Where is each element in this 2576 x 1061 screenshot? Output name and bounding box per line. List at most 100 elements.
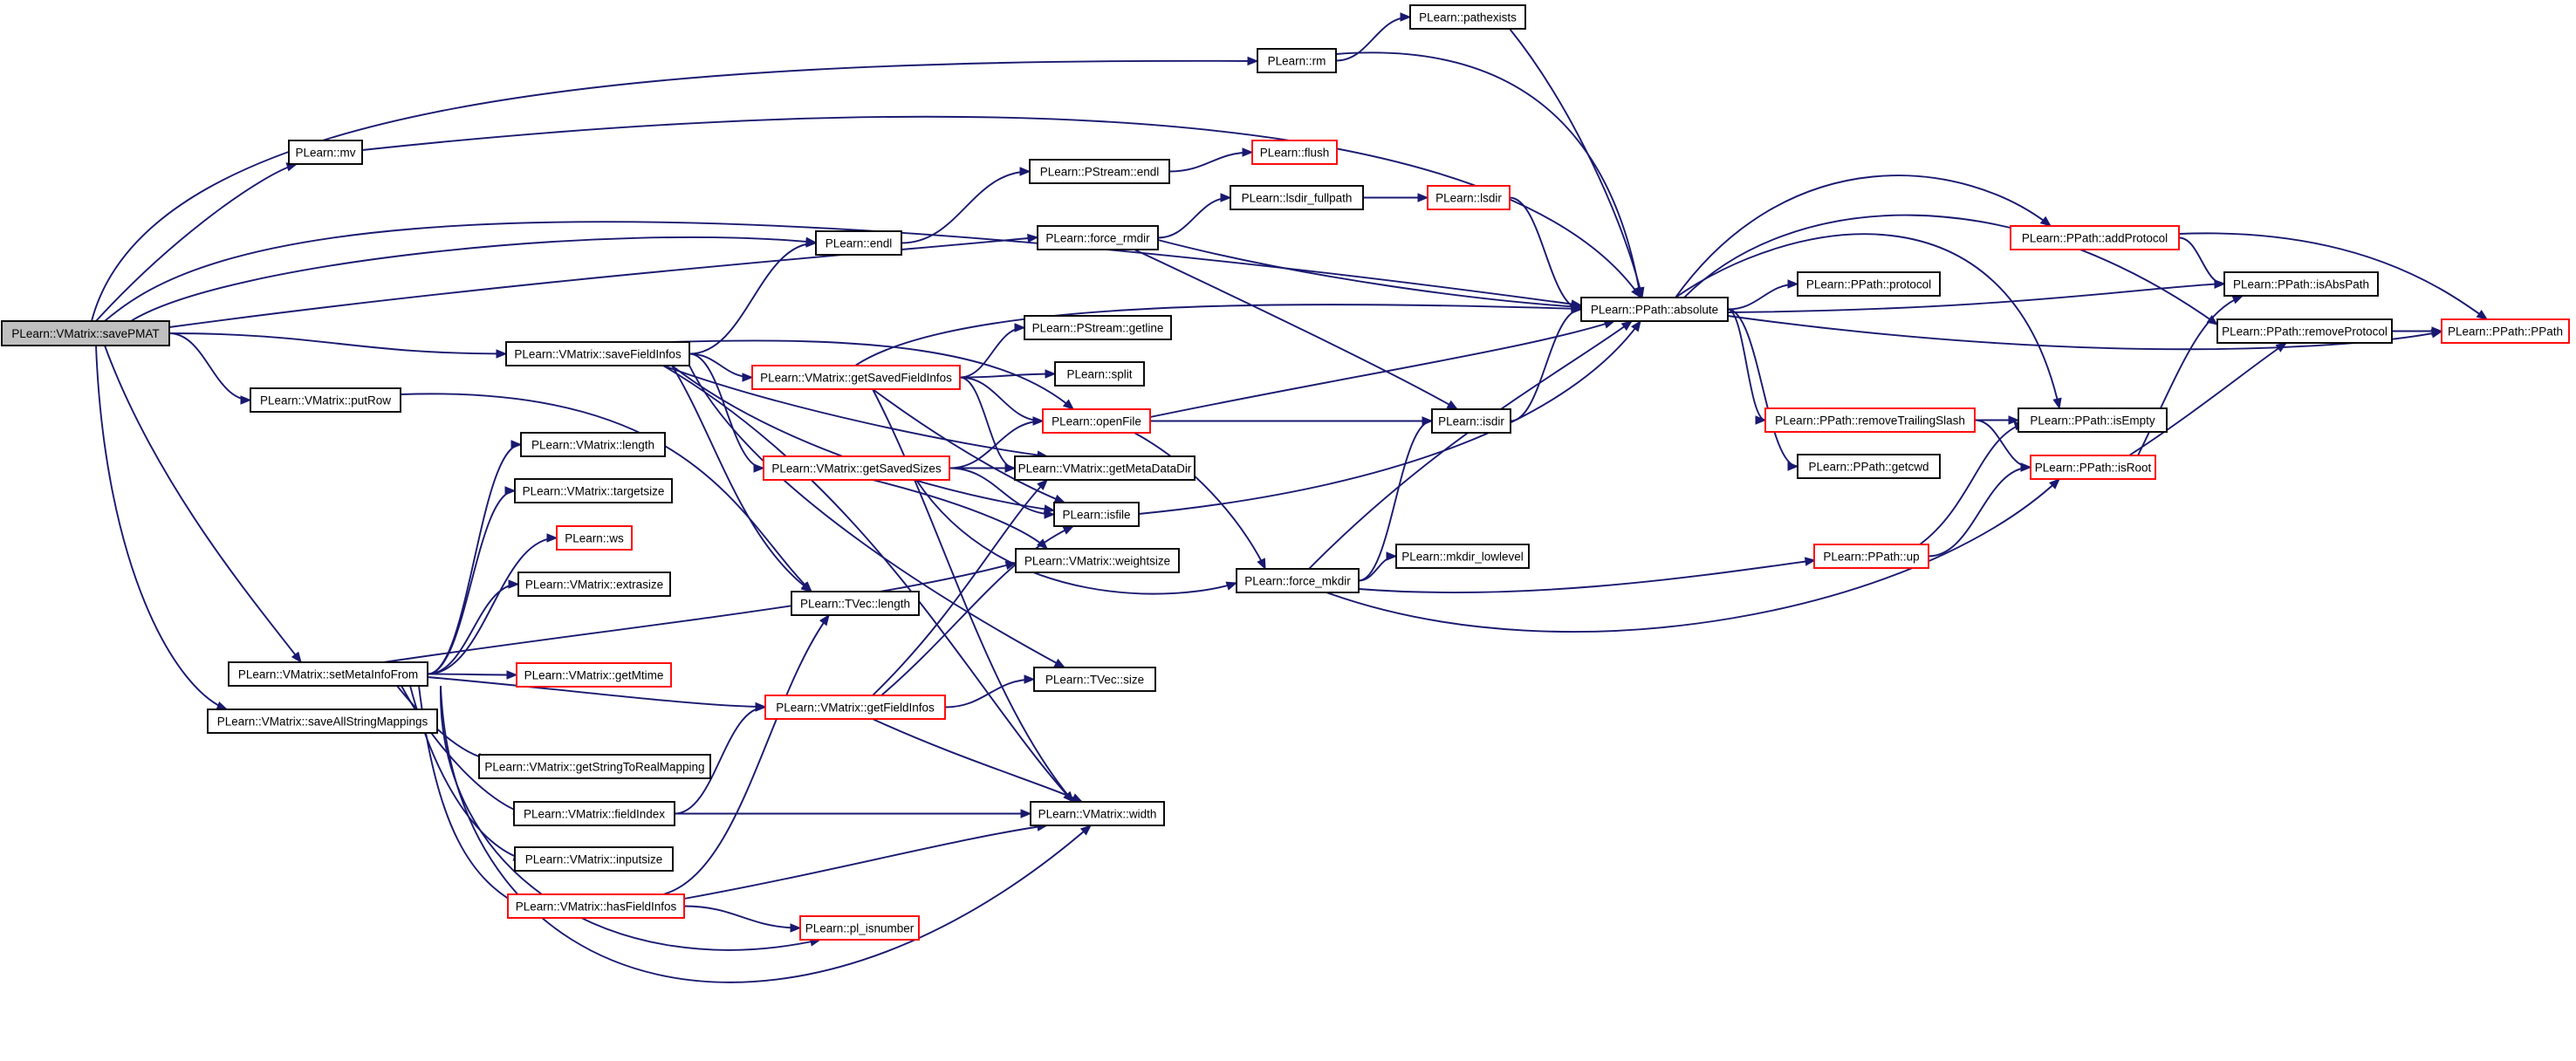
node-inputsize[interactable]: PLearn::VMatrix::inputsize [514, 846, 674, 872]
node-removeTrailingSlash[interactable]: PLearn::PPath::removeTrailingSlash [1764, 407, 1976, 433]
node-label: PLearn::VMatrix::getSavedFieldInfos [760, 372, 952, 385]
node-addProtocol[interactable]: PLearn::PPath::addProtocol [2010, 225, 2180, 250]
node-pathexists[interactable]: PLearn::pathexists [1409, 4, 1526, 30]
node-getline[interactable]: PLearn::PStream::getline [1024, 315, 1172, 340]
node-pl_isnumber[interactable]: PLearn::pl_isnumber [799, 915, 920, 941]
node-box [1257, 48, 1337, 73]
node-label: PLearn::VMatrix::saveFieldInfos [514, 348, 682, 361]
node-length[interactable]: PLearn::VMatrix::length [520, 432, 666, 457]
node-getcwd[interactable]: PLearn::PPath::getcwd [1797, 454, 1941, 479]
call-edge-getSavedSizes-to-openFile [949, 420, 1044, 469]
node-force_rmdir[interactable]: PLearn::force_rmdir [1037, 225, 1159, 250]
arrowhead-isRoot-to-isAbsPath [2231, 295, 2244, 305]
node-up[interactable]: PLearn::PPath::up [1813, 544, 1929, 569]
node-isAbsPath[interactable]: PLearn::PPath::isAbsPath [2223, 271, 2379, 297]
call-edge-setMetaInfoFrom-to-length [427, 443, 522, 675]
node-rm[interactable]: PLearn::rm [1257, 48, 1337, 73]
node-hasFieldInfos[interactable]: PLearn::VMatrix::hasFieldInfos [507, 893, 685, 919]
node-flush[interactable]: PLearn::flush [1251, 140, 1338, 165]
node-removeProtocol[interactable]: PLearn::PPath::removeProtocol [2216, 318, 2393, 344]
node-setMetaInfoFrom[interactable]: PLearn::VMatrix::setMetaInfoFrom [228, 661, 428, 687]
node-tvec_size[interactable]: PLearn::TVec::size [1033, 667, 1156, 692]
node-openFile[interactable]: PLearn::openFile [1042, 408, 1151, 434]
node-label: PLearn::force_rmdir [1045, 232, 1150, 245]
node-tvec_length[interactable]: PLearn::TVec::length [791, 591, 920, 616]
arrowhead-absolute-to-removeProtocol [2206, 315, 2219, 325]
node-saveAllStringMappings[interactable]: PLearn::VMatrix::saveAllStringMappings [207, 708, 438, 734]
node-label: PLearn::VMatrix::width [1038, 808, 1157, 821]
node-ppath[interactable]: PLearn::PPath::PPath [2441, 318, 2570, 344]
node-isfile[interactable]: PLearn::isfile [1053, 502, 1140, 527]
node-box [1251, 140, 1338, 165]
node-getMtime[interactable]: PLearn::VMatrix::getMtime [516, 662, 672, 688]
call-edge-absolute-to-getcwd [1727, 308, 1798, 468]
node-fieldIndex[interactable]: PLearn::VMatrix::fieldIndex [513, 801, 675, 826]
node-isEmpty[interactable]: PLearn::PPath::isEmpty [2018, 407, 2168, 433]
arrowhead-mv-to-absolute [1631, 286, 1641, 299]
arrowhead-saveFieldInfos-to-endl [805, 238, 818, 248]
arrowhead-saveFieldInfos-to-tvec_size [1053, 658, 1066, 668]
arrowhead-saveFieldInfos-to-getSavedFieldInfos [742, 373, 754, 382]
call-edge-openFile-to-force_mkdir [1134, 432, 1266, 570]
node-extrasize[interactable]: PLearn::VMatrix::extrasize [517, 572, 671, 597]
node-label: PLearn::TVec::length [800, 598, 910, 611]
node-getFieldInfos[interactable]: PLearn::VMatrix::getFieldInfos [764, 695, 946, 720]
call-edge-getFieldInfos-to-isfile [880, 525, 1074, 696]
node-box [764, 695, 946, 720]
call-edge-saveFieldInfos-to-endl [689, 242, 817, 355]
node-pstream_endl[interactable]: PLearn::PStream::endl [1029, 159, 1170, 184]
node-weightsize[interactable]: PLearn::VMatrix::weightsize [1015, 548, 1180, 573]
call-edge-pstream_endl-to-flush [1168, 151, 1253, 173]
node-label: PLearn::VMatrix::inputsize [525, 853, 663, 866]
node-label: PLearn::PPath::PPath [2448, 325, 2563, 339]
node-protocol[interactable]: PLearn::PPath::protocol [1797, 271, 1941, 297]
arrowhead-getSavedFieldInfos-to-getline [1014, 323, 1026, 332]
node-lsdir[interactable]: PLearn::lsdir [1427, 185, 1511, 210]
node-getStringToRealMapping[interactable]: PLearn::VMatrix::getStringToRealMapping [478, 754, 711, 779]
node-label: PLearn::PStream::endl [1040, 166, 1160, 179]
node-endl[interactable]: PLearn::endl [815, 230, 902, 256]
node-isRoot[interactable]: PLearn::PPath::isRoot [2030, 455, 2156, 480]
call-edge-absolute-to-isAbsPath [1727, 283, 2225, 313]
node-mv[interactable]: PLearn::mv [288, 140, 363, 165]
node-label: PLearn::VMatrix::putRow [260, 394, 391, 407]
node-force_mkdir[interactable]: PLearn::force_mkdir [1236, 568, 1360, 593]
node-label: PLearn::rm [1268, 55, 1326, 68]
call-edge-saveFieldInfos-to-getMetaDataDir [662, 365, 1048, 457]
call-edge-getFieldInfos-to-tvec_size [944, 678, 1035, 708]
node-label: PLearn::VMatrix::length [531, 439, 654, 452]
node-absolute[interactable]: PLearn::PPath::absolute [1580, 297, 1729, 322]
node-targetsize[interactable]: PLearn::VMatrix::targetsize [514, 478, 673, 503]
node-label: PLearn::VMatrix::getMtime [524, 669, 664, 682]
node-getSavedSizes[interactable]: PLearn::VMatrix::getSavedSizes [763, 455, 950, 481]
node-label: PLearn::VMatrix::savePMAT [11, 327, 159, 340]
node-savePMAT[interactable]: PLearn::VMatrix::savePMAT [1, 320, 170, 346]
call-edge-getSavedFieldInfos-to-getline [959, 326, 1025, 379]
node-isdir[interactable]: PLearn::isdir [1431, 408, 1511, 434]
arrowhead-getSavedSizes-to-getMetaDataDir [1004, 463, 1017, 473]
call-edge-setMetaInfoFrom-to-fieldIndex [401, 685, 524, 814]
call-edge-setMetaInfoFrom-to-getFieldInfos [427, 676, 766, 708]
node-split[interactable]: PLearn::split [1054, 361, 1145, 387]
node-box [1014, 455, 1196, 481]
node-getSavedFieldInfos[interactable]: PLearn::VMatrix::getSavedFieldInfos [751, 365, 961, 390]
node-saveFieldInfos[interactable]: PLearn::VMatrix::saveFieldInfos [505, 341, 690, 366]
call-edge-isRoot-to-removeProtocol [2128, 342, 2287, 456]
node-putRow[interactable]: PLearn::VMatrix::putRow [250, 387, 401, 413]
call-edge-force_mkdir-to-isRoot [1326, 478, 2060, 633]
node-lsdir_fullpath[interactable]: PLearn::lsdir_fullpath [1230, 185, 1364, 210]
node-ws[interactable]: PLearn::ws [556, 525, 633, 551]
arrowhead-force_mkdir-to-isRoot [2049, 478, 2060, 489]
node-box [2030, 455, 2156, 480]
node-getMetaDataDir[interactable]: PLearn::VMatrix::getMetaDataDir [1014, 455, 1196, 481]
call-nodes: PLearn::VMatrix::savePMATPLearn::mvPLear… [1, 4, 2570, 941]
node-label: PLearn::isfile [1062, 509, 1130, 522]
arrowhead-setMetaInfoFrom-to-targetsize [504, 486, 517, 496]
node-box [288, 140, 363, 165]
node-box [507, 893, 685, 919]
arrowhead-setMetaInfoFrom-to-length [510, 440, 523, 449]
node-width[interactable]: PLearn::VMatrix::width [1030, 801, 1165, 826]
call-edge-absolute-to-protocol [1727, 283, 1798, 311]
node-mkdir_lowlevel[interactable]: PLearn::mkdir_lowlevel [1395, 544, 1530, 569]
arrowhead-openFile-to-force_mkdir [1257, 558, 1266, 571]
